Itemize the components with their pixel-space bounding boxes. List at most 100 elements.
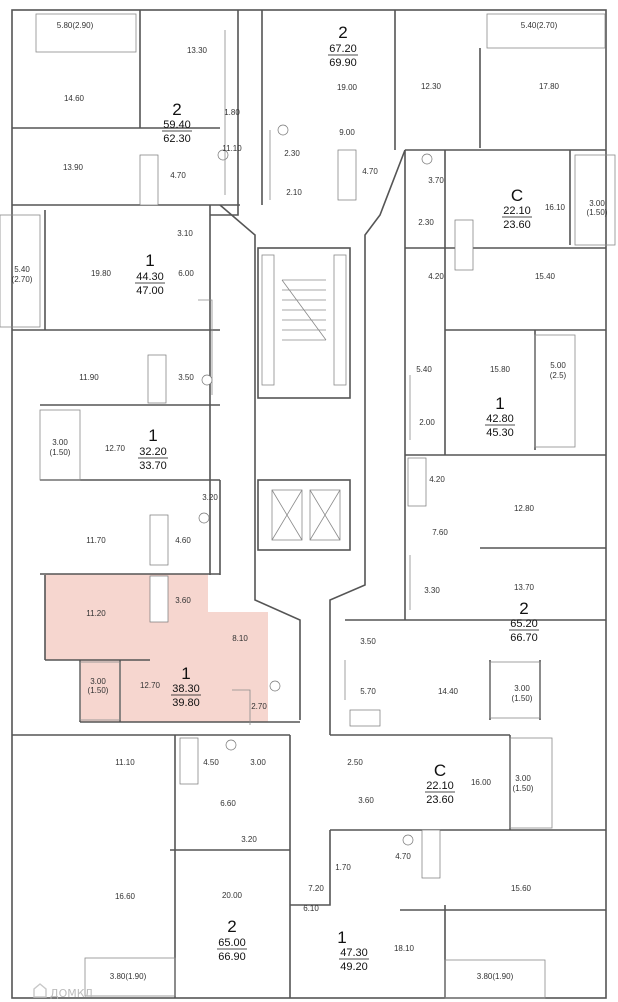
watermark-logo: ДОМКЛ: [33, 983, 93, 1000]
room-area-label: 1.70: [335, 863, 351, 872]
watermark-house-icon: [33, 983, 47, 998]
balconies: [0, 13, 616, 999]
balcony: [444, 959, 546, 999]
room-area-label: (2.70): [12, 275, 33, 284]
apartment-rooms: 1: [145, 251, 154, 270]
room-area-label: 3.80(1.90): [110, 972, 147, 981]
apartment-label[interactable]: 1 47.30 49.20: [337, 928, 369, 973]
elevator-left-cross: [271, 489, 303, 541]
room-area-label: 3.00: [589, 199, 605, 208]
apartment-area-living: 65.00: [218, 937, 246, 949]
room-area-label: 13.30: [187, 46, 208, 55]
bathtub: [454, 219, 474, 271]
apartment-label-highlighted[interactable]: 1 38.30 39.80: [171, 664, 201, 709]
apartment-label[interactable]: 2 65.00 66.90: [217, 917, 247, 963]
room-area-label: 5.70: [360, 687, 376, 696]
room-area-label: 6.60: [220, 799, 236, 808]
room-area-label: 12.70: [105, 444, 126, 453]
wall-outline: [11, 9, 607, 999]
apartment-area-living: 44.30: [136, 271, 164, 283]
room-area-label: 3.80(1.90): [477, 972, 514, 981]
apartment-label[interactable]: С 22.10 23.60: [425, 761, 455, 806]
room-area-label: 15.40: [535, 272, 556, 281]
room-area-label: 16.60: [115, 892, 136, 901]
room-area-label: 4.70: [170, 171, 186, 180]
apartment-area-living: 38.30: [172, 683, 200, 695]
apartment-area-living: 22.10: [426, 780, 454, 792]
highlight-shape[interactable]: [45, 574, 268, 722]
apartment-rooms: С: [511, 186, 523, 205]
apartment-label[interactable]: 2 65.20 66.70: [509, 599, 539, 644]
apartment-area-total: 45.30: [486, 427, 514, 439]
apartment-label[interactable]: 2 67.20 69.90: [328, 23, 358, 69]
room-area-label: 2.30: [418, 218, 434, 227]
apartment-label[interactable]: 1 32.20 33.70: [138, 426, 168, 472]
toilet: [421, 153, 433, 165]
room-area-label: 4.70: [362, 167, 378, 176]
balcony: [486, 13, 606, 49]
bathtub: [149, 575, 169, 623]
apartment-area-living: 59.40: [163, 119, 191, 131]
room-area-label: 13.90: [63, 163, 84, 172]
bathtub: [421, 829, 441, 879]
stair-flight: [333, 254, 347, 386]
room-area-label: 20.00: [222, 891, 243, 900]
wall-east-inner: [404, 150, 571, 830]
apartment-area-living: 47.30: [340, 947, 368, 959]
wall-west-core: [210, 10, 263, 216]
wall-east-zones: [330, 149, 606, 911]
apartment-area-living: 32.20: [139, 446, 167, 458]
room-area-label: 19.80: [91, 269, 112, 278]
room-area-label: 3.10: [177, 229, 193, 238]
room-area-label: 4.70: [395, 852, 411, 861]
room-area-label: 3.30: [424, 586, 440, 595]
room-area-label: 5.40: [416, 365, 432, 374]
wall-west-zones: [12, 127, 300, 736]
wall-north-mid: [139, 10, 481, 150]
balcony: [509, 737, 553, 829]
bathtub: [149, 514, 169, 566]
apartment-rooms: 1: [148, 426, 157, 445]
apartment-rooms: 1: [495, 394, 504, 413]
room-area-label: 12.80: [514, 504, 535, 513]
apartment-label[interactable]: 1 42.80 45.30: [485, 394, 515, 439]
apartment-rooms: 2: [519, 599, 528, 618]
room-area-label: 5.40(2.70): [521, 21, 558, 30]
room-area-label: 14.40: [438, 687, 459, 696]
room-area-label: (1.50): [587, 208, 608, 217]
apartment-rooms: 1: [181, 664, 190, 683]
apartment-area-living: 65.20: [510, 618, 538, 630]
room-area-label: 11.10: [115, 758, 135, 767]
kitchen-counter: [198, 30, 411, 725]
room-area-label: 5.80(2.90): [57, 21, 94, 30]
apartment-label[interactable]: 1 44.30 47.00: [135, 251, 165, 297]
apartment-label[interactable]: 2 59.40 62.30: [162, 100, 192, 145]
room-area-label: (1.50): [88, 686, 109, 695]
room-area-label: 12.30: [421, 82, 442, 91]
room-area-label: 4.20: [429, 475, 445, 484]
room-area-label: 1.80: [224, 108, 240, 117]
apartment-rooms: 1: [337, 928, 346, 947]
bathtub: [337, 149, 357, 201]
apartment-area-total: 66.90: [218, 951, 246, 963]
apartment-label[interactable]: С 22.10 23.60: [502, 186, 532, 231]
room-area-label: 3.00: [250, 758, 266, 767]
room-area-label: 4.50: [203, 758, 219, 767]
room-area-label: (1.50): [513, 784, 534, 793]
apartment-area-living: 67.20: [329, 43, 357, 55]
room-area-label: 3.20: [241, 835, 257, 844]
apartment-area-living: 42.80: [486, 413, 514, 425]
room-area-label: 5.40: [14, 265, 30, 274]
elevator-right-cross: [309, 489, 341, 541]
room-area-label: 2.50: [347, 758, 363, 767]
bathtub: [139, 154, 159, 206]
room-area-label: 8.10: [232, 634, 248, 643]
room-area-label: 16.00: [471, 778, 492, 787]
balcony: [0, 214, 41, 328]
bathtub: [349, 709, 381, 727]
highlighted-apartment-fill[interactable]: [45, 574, 268, 722]
balcony: [489, 661, 541, 719]
fixtures: [139, 30, 474, 879]
stair-steps: [281, 279, 327, 341]
balcony: [534, 334, 576, 448]
